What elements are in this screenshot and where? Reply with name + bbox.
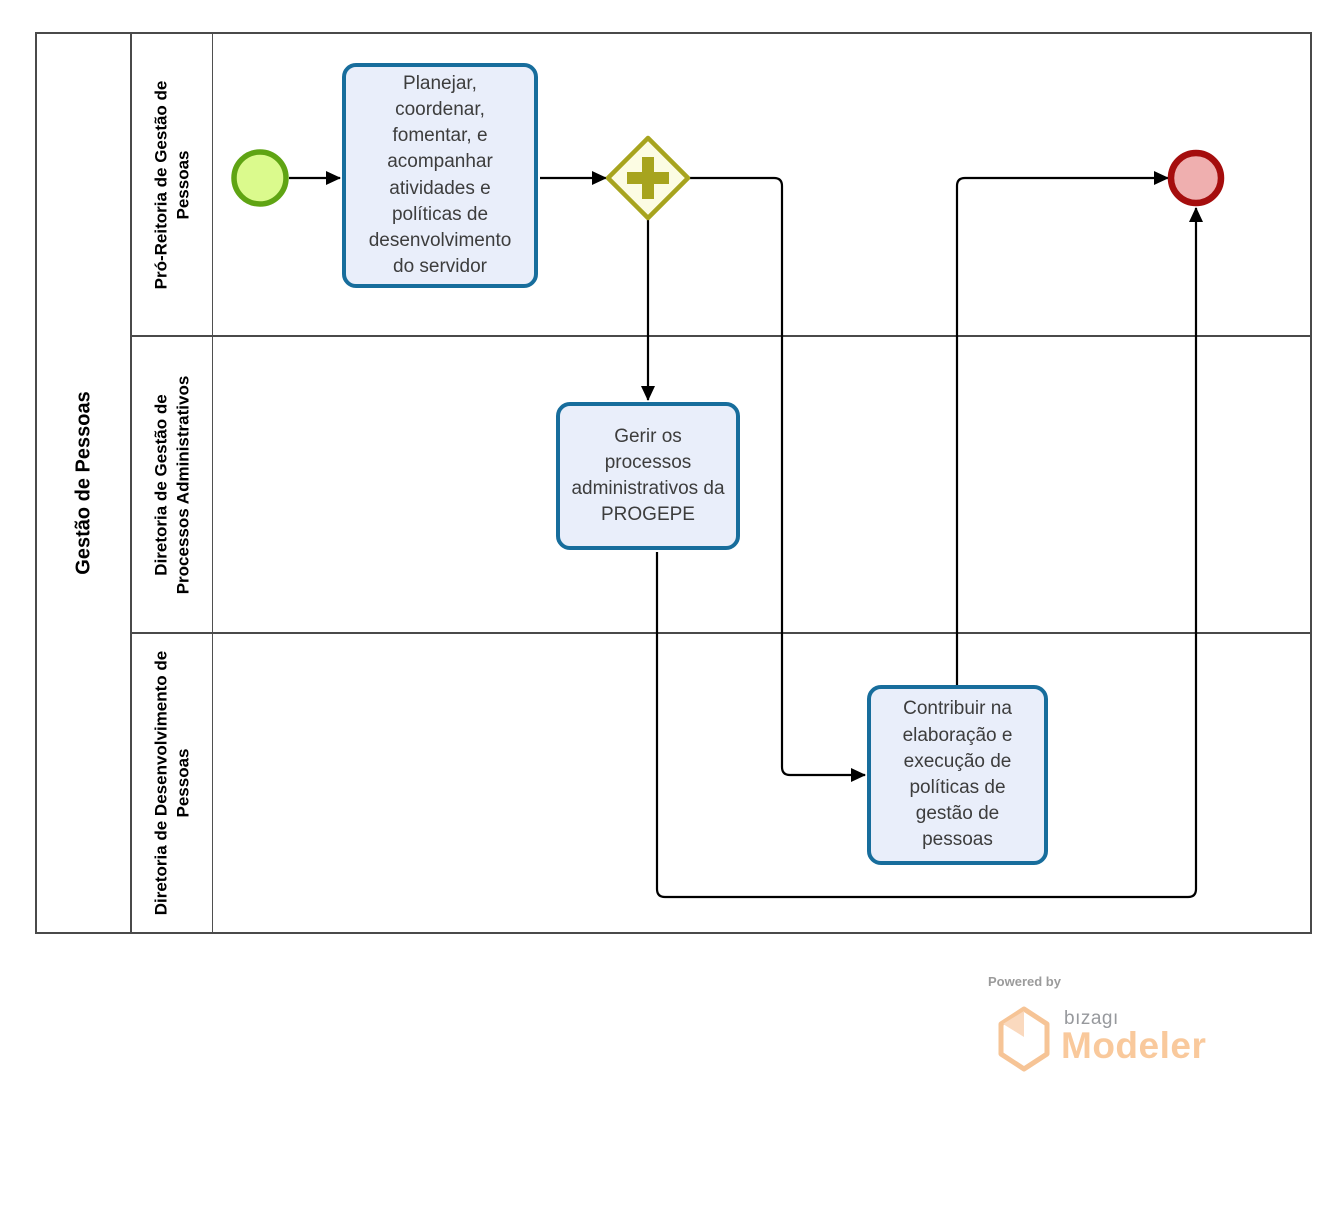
lane-diretoria-desenvolvimento: Diretoria de Desenvolvimento de Pessoas (132, 632, 1310, 932)
lane-title: Pró-Reitoria de Gestão de Pessoas (151, 80, 192, 289)
pool-header-band: Gestão de Pessoas (37, 34, 132, 932)
task-gerir: Gerir os processos administrativos da PR… (556, 402, 740, 550)
bizagi-wordmark: bızagı (1064, 1008, 1119, 1029)
modeler-wordmark: Modeler (1061, 1025, 1207, 1066)
powered-by-label: Powered by (988, 974, 1061, 989)
lane-label-band: Diretoria de Desenvolvimento de Pessoas (132, 634, 213, 932)
bizagi-logo-icon (998, 1006, 1050, 1072)
pool-title: Gestão de Pessoas (72, 391, 94, 575)
lane-label-band: Pró-Reitoria de Gestão de Pessoas (132, 34, 213, 335)
task-label: Gerir os processos administrativos da PR… (571, 425, 725, 526)
lane-label-band: Diretoria de Gestão de Processos Adminis… (132, 337, 213, 632)
lane-title: Diretoria de Gestão de Processos Adminis… (151, 375, 192, 594)
task-label: Contribuir na elaboração e execução de p… (902, 698, 1013, 851)
task-contribuir: Contribuir na elaboração e execução de p… (867, 685, 1048, 865)
lane-title: Diretoria de Desenvolvimento de Pessoas (151, 650, 192, 916)
lane-pro-reitoria: Pró-Reitoria de Gestão de Pessoas (132, 34, 1310, 335)
task-planejar: Planejar, coordenar, fomentar, e acompan… (342, 63, 538, 288)
task-label: Planejar, coordenar, fomentar, e acompan… (368, 72, 512, 278)
